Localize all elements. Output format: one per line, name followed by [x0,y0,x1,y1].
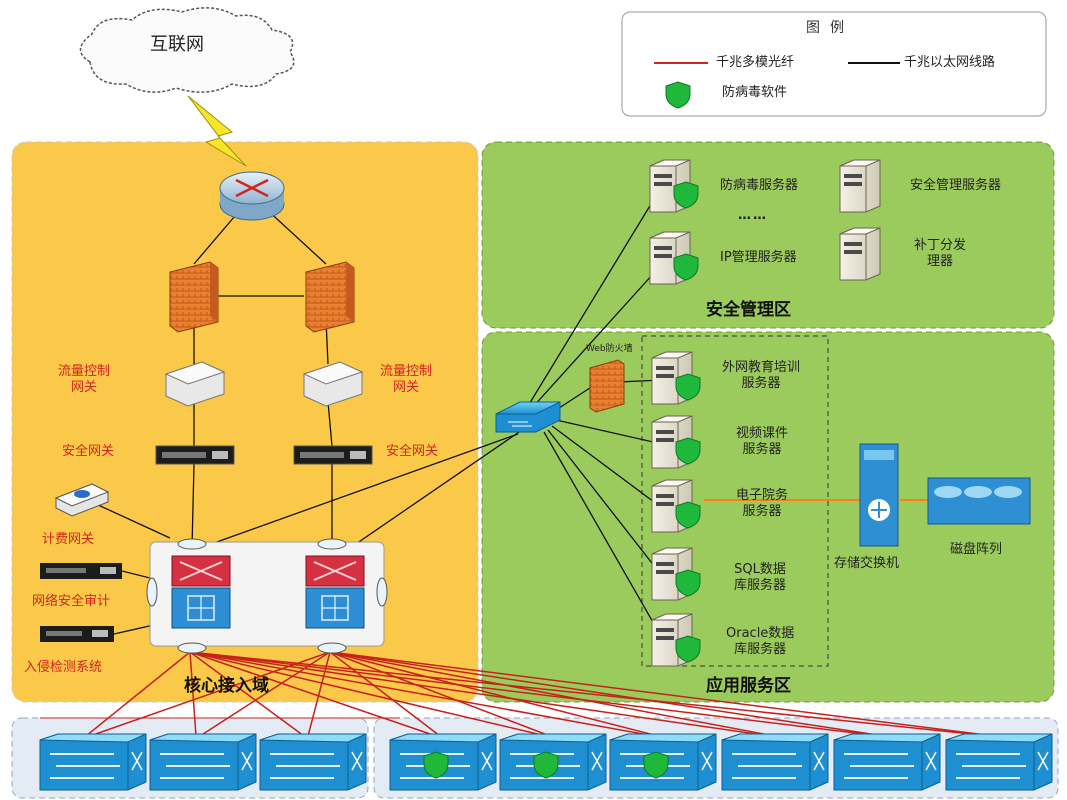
security-gateway-left-label: 安全网关 [62,444,115,459]
security-gateway-right-label: 安全网关 [386,444,439,459]
shield-icon [533,751,559,779]
internet-label: 互联网 [150,34,204,55]
app-server-5-label: Oracle数据 库服务器 [726,626,795,658]
antivirus-server-icon [649,159,699,213]
disk-array-icon [927,477,1031,525]
servers-layer [649,159,881,667]
access-switch-8-icon [833,733,941,791]
app-server-1-label: 外网教育培训 服务器 [722,360,801,392]
legend-title: 图例 [806,20,854,36]
shield-icon [675,437,701,465]
shield-icon [673,181,699,209]
app-server-2-label: 视频课件 服务器 [736,426,789,458]
shield-icon [675,635,701,663]
ids-label: 入侵检测系统 [24,660,103,675]
security-mgmt-server-label: 安全管理服务器 [910,178,1002,193]
firewall-left-icon [169,261,219,333]
disk-array-label: 磁盘阵列 [950,542,1003,557]
security-gateway-right-icon [293,445,373,465]
shield-icon [675,373,701,401]
web-firewall-icon [589,359,625,413]
billing-gateway-icon [54,483,110,517]
patch-server-icon [839,227,881,281]
distribution-switch-icon [495,401,561,433]
flow-gateway-left-icon [164,361,226,407]
fiber-links [40,651,995,737]
access-switch-9-icon [945,733,1053,791]
access-switch-7-icon [721,733,829,791]
lightning-icon [187,95,247,167]
access-switch-3-icon [259,733,367,791]
access-switch-2-icon [149,733,257,791]
shield-icon [643,751,669,779]
internet-cloud-icon [79,7,295,93]
shield-icon [423,751,449,779]
security-mgmt-server-icon [839,159,881,213]
network-audit-icon [40,563,122,579]
ip-server-icon [649,231,699,285]
core-switch-right-icon [305,555,365,629]
security-zone-label: 安全管理区 [706,300,791,320]
security-zone [481,141,1055,329]
network-audit-label: 网络安全审计 [32,594,111,609]
legend-shield-icon [665,81,691,109]
access-switch-6-icon [609,733,717,791]
legend-box [621,11,1047,117]
flow-gateway-left-label: 流量控制 网关 [58,364,111,396]
billing-gateway-label: 计费网关 [42,532,95,547]
app-server-3-label: 电子院务 服务器 [736,488,789,520]
access-switch-4-icon [389,733,497,791]
shield-icon [673,253,699,281]
ids-icon [40,626,114,642]
storage-switch-icon [859,443,899,547]
core-zone-label: 核心接入域 [184,676,269,696]
antivirus-server-label: 防病毒服务器 [720,178,799,193]
web-firewall-label: Web防火墙 [586,344,633,354]
core-switch-left-icon [171,555,231,629]
router-icon [219,171,285,221]
access-switch-1-icon [39,733,147,791]
shield-icon [675,501,701,529]
flow-gateway-right-label: 流量控制 网关 [380,364,433,396]
patch-server-label: 补丁分发 理器 [914,238,967,270]
storage-switch-label: 存储交换机 [834,556,900,571]
legend-fiber-label: 千兆多模光纤 [716,55,795,70]
legend-ethernet-label: 千兆以太网线路 [904,55,996,70]
ellipsis-label: …… [738,208,768,223]
access-switch-5-icon [499,733,607,791]
app-server-5-icon [651,613,701,667]
app-server-1-icon [651,351,701,405]
app-server-4-icon [651,547,701,601]
access-switches-layer [39,733,1053,791]
flow-gateway-right-icon [302,361,364,407]
security-gateway-left-icon [155,445,235,465]
ip-server-label: IP管理服务器 [720,250,797,265]
app-server-3-icon [651,479,701,533]
app-server-4-label: SQL数据 库服务器 [734,562,787,594]
app-server-2-icon [651,415,701,469]
application-zone [481,331,1055,703]
legend-antivirus-label: 防病毒软件 [722,85,788,100]
firewall-right-icon [305,261,355,333]
application-zone-label: 应用服务区 [706,676,791,696]
shield-icon [675,569,701,597]
